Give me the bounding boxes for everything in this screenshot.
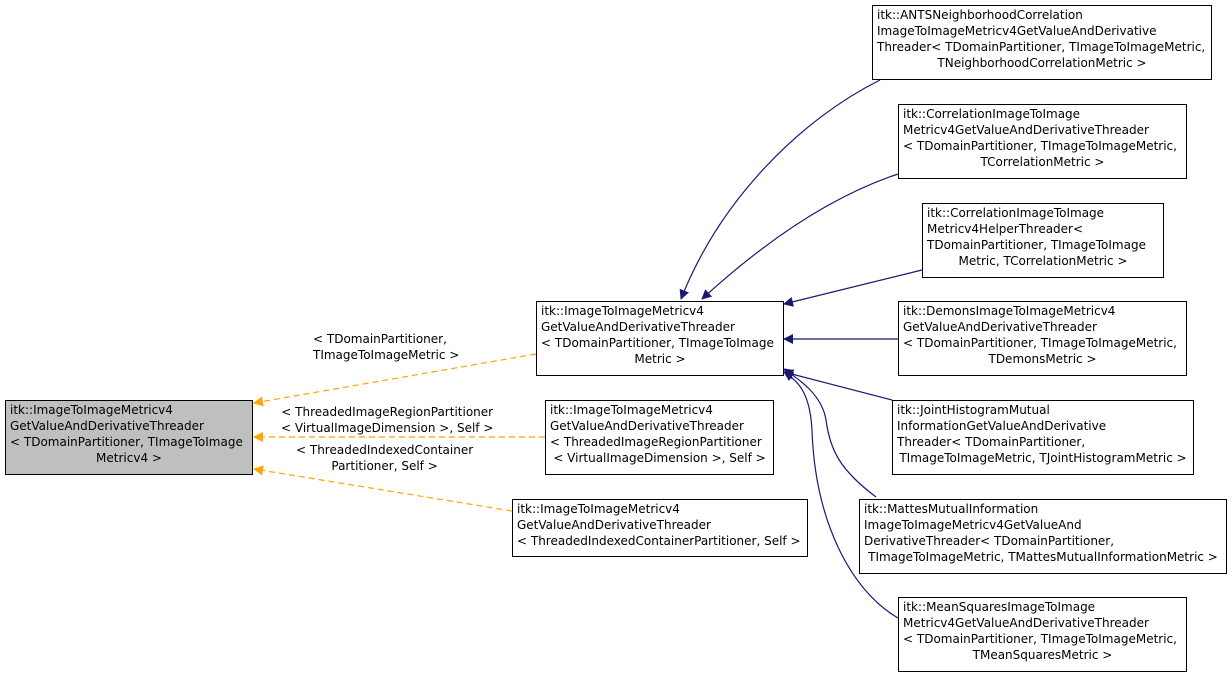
node-r4[interactable]: itk::DemonsImageToImageMetricv4 GetValue… [898,301,1187,376]
node-text-line: itk::ImageToImageMetricv4 [517,502,680,516]
node-text-line: Metricv4GetValueAndDerivativeThreader [903,616,1149,630]
node-r7[interactable]: itk::MeanSquaresImageToImage Metricv4Get… [898,597,1187,672]
edge-r1-to-m1 [679,79,881,300]
node-text-line: Metricv4HelperThreader< [927,222,1084,236]
node-text-line: itk::ImageToImageMetricv4 [550,403,713,417]
node-text-line: TImageToImageMetric, TMattesMutualInform… [868,550,1218,564]
node-text-line: itk::DemonsImageToImageMetricv4 [903,304,1116,318]
edge-label-e2: < ThreadedImageRegionPartitioner < Virtu… [281,404,493,436]
edge-m1-to-root [253,353,537,407]
node-text-line: < TDomainPartitioner, TImageToImageMetri… [903,336,1177,350]
node-text-line: < TDomainPartitioner, TImageToImageMetri… [903,139,1177,153]
node-r3[interactable]: itk::CorrelationImageToImage Metricv4Hel… [922,203,1164,278]
node-text-line: itk::JointHistogramMutual [897,403,1050,417]
node-r5[interactable]: itk::JointHistogramMutual InformationGet… [892,400,1194,475]
node-text-line: TImageToImageMetric, TJointHistogramMetr… [899,451,1187,465]
node-text-line: Metricv4GetValueAndDerivativeThreader [903,123,1149,137]
node-m3[interactable]: itk::ImageToImageMetricv4 GetValueAndDer… [512,499,808,557]
node-text-line: GetValueAndDerivativeThreader [541,320,735,334]
edge-m3-to-root [253,465,513,512]
edge-r2-to-m1 [701,173,899,300]
edge-label-line: < TDomainPartitioner, [313,332,447,346]
node-text-line: ImageToImageMetricv4GetValueAndDerivativ… [877,24,1157,38]
node-text-line: < ThreadedImageRegionPartitioner [550,435,762,449]
node-r2[interactable]: itk::CorrelationImageToImage Metricv4Get… [898,104,1187,179]
node-text-line: TDomainPartitioner, TImageToImage [927,238,1146,252]
node-text-line: InformationGetValueAndDerivative [897,419,1107,433]
node-text-line: itk::MeanSquaresImageToImage [903,600,1096,614]
node-text-line: itk::MattesMutualInformation [864,502,1039,516]
node-text-line: Metric, TCorrelationMetric > [958,254,1128,268]
node-text-line: itk::ImageToImageMetricv4 [10,403,173,417]
node-text-line: Threader< TDomainPartitioner, [897,435,1086,449]
node-text-line: < TDomainPartitioner, TImageToImage [10,435,243,449]
node-text-line: TMeanSquaresMetric > [972,648,1113,662]
edge-label-e1: < TDomainPartitioner, TImageToImageMetri… [313,331,459,363]
node-text-line: itk::CorrelationImageToImage [927,206,1105,220]
edge-label-line: TImageToImageMetric > [313,348,460,362]
node-text-line: itk::ImageToImageMetricv4 [541,304,704,318]
edge-label-e3: < ThreadedIndexedContainer Partitioner, … [296,442,473,474]
node-text-line: GetValueAndDerivativeThreader [10,419,204,433]
node-text-line: itk::CorrelationImageToImage [903,107,1081,121]
node-m1[interactable]: itk::ImageToImageMetricv4 GetValueAndDer… [536,301,784,376]
node-text-line: < VirtualImageDimension >, Self > [553,451,766,465]
node-text-line: TCorrelationMetric > [980,155,1105,169]
edge-label-line: Partitioner, Self > [331,459,438,473]
node-text-line: DerivativeThreader< TDomainPartitioner, [864,534,1115,548]
node-text-line: GetValueAndDerivativeThreader [517,518,711,532]
node-text-line: < ThreadedIndexedContainerPartitioner, S… [517,534,801,548]
node-text-line: ImageToImageMetricv4GetValueAnd [864,518,1082,532]
node-text-line: < TDomainPartitioner, TImageToImageMetri… [903,632,1177,646]
edge-r6-to-m1 [783,368,877,498]
edge-r7-to-m1 [783,371,899,619]
node-r6[interactable]: itk::MattesMutualInformation ImageToImag… [859,499,1227,574]
node-m2[interactable]: itk::ImageToImageMetricv4 GetValueAndDer… [545,400,774,475]
node-text-line: < TDomainPartitioner, TImageToImage [541,336,774,350]
node-root[interactable]: itk::ImageToImageMetricv4 GetValueAndDer… [5,400,253,475]
node-text-line: Metricv4 > [96,451,162,465]
node-text-line: Metric > [634,352,686,366]
node-text-line: TNeighborhoodCorrelationMetric > [937,56,1147,70]
edge-label-line: < ThreadedImageRegionPartitioner [281,405,494,419]
node-r1[interactable]: itk::ANTSNeighborhoodCorrelation ImageTo… [872,5,1212,80]
edge-r3-to-m1 [783,269,923,307]
node-text-line: GetValueAndDerivativeThreader [550,419,744,433]
node-text-line: GetValueAndDerivativeThreader [903,320,1097,334]
node-text-line: TDemonsMetric > [988,352,1097,366]
node-text-line: Threader< TDomainPartitioner, TImageToIm… [877,40,1206,54]
edge-label-line: < ThreadedIndexedContainer [296,443,474,457]
edge-label-line: < VirtualImageDimension >, Self > [281,421,494,435]
node-text-line: itk::ANTSNeighborhoodCorrelation [877,8,1083,22]
edge-r5-to-m1 [783,369,893,401]
